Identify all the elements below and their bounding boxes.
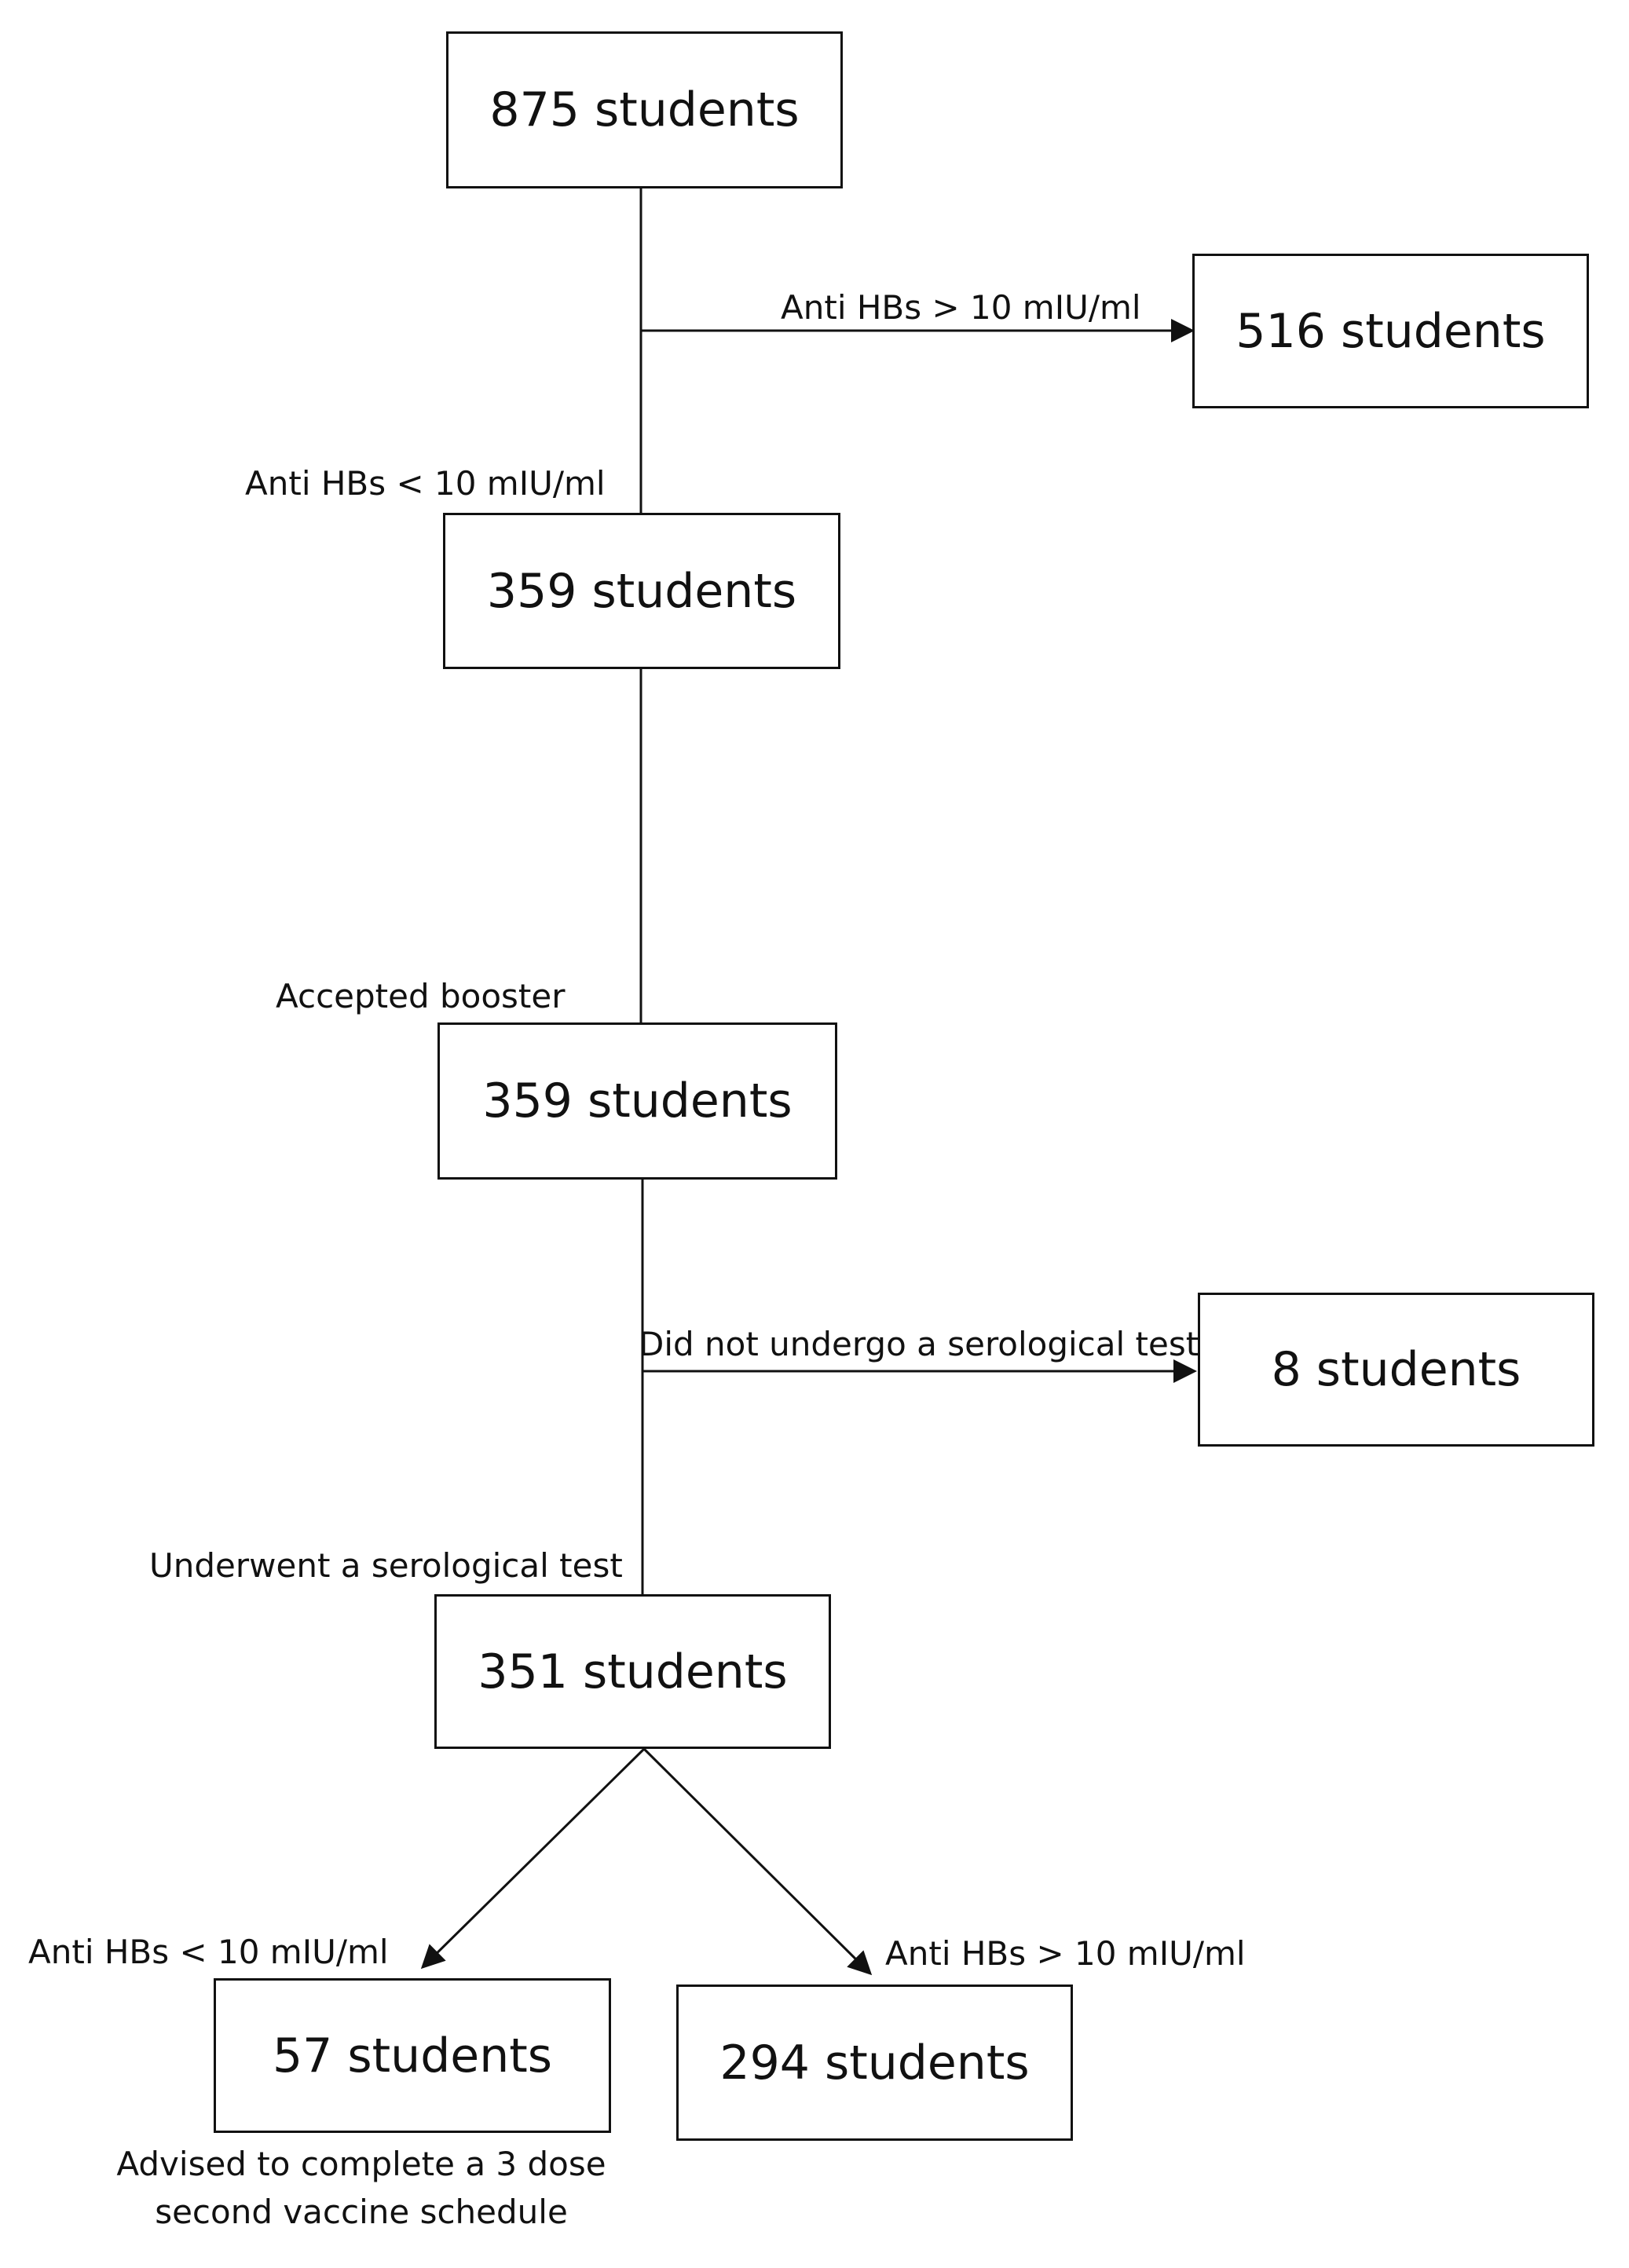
label-anti-hbs-below-10-initial: Anti HBs < 10 mIU/ml: [245, 464, 606, 503]
box-immune-initial-students: 516 students: [1192, 254, 1589, 408]
arrow-to-294: [642, 1747, 873, 1976]
box-no-test-students: 8 students: [1198, 1293, 1594, 1447]
box-low-after-students: 57 students: [214, 1978, 611, 2133]
box-tested-students: 351 students: [434, 1594, 831, 1749]
box-total-students: 875 students: [446, 31, 843, 188]
label-anti-hbs-below-10-after: Anti HBs < 10 mIU/ml: [28, 1933, 389, 1971]
arrow-to-57: [420, 1747, 646, 1970]
label-serological-test: Underwent a serological test: [149, 1546, 623, 1585]
label-anti-hbs-above-10-initial: Anti HBs > 10 mIU/ml: [781, 288, 1141, 327]
advice-note-line-1: Advised to complete a 3 dose: [116, 2145, 606, 2183]
advice-note: Advised to complete a 3 dose second vacc…: [102, 2141, 620, 2237]
box-booster-students: 359 students: [437, 1022, 837, 1180]
advice-note-line-2: second vaccine schedule: [155, 2192, 568, 2231]
label-accepted-booster: Accepted booster: [276, 977, 566, 1015]
box-low-initial-students: 359 students: [443, 513, 840, 669]
label-anti-hbs-above-10-after: Anti HBs > 10 mIU/ml: [885, 1934, 1246, 1973]
label-no-serological-test: Did not undergo a serological test: [639, 1325, 1199, 1363]
box-immune-after-students: 294 students: [676, 1985, 1073, 2141]
